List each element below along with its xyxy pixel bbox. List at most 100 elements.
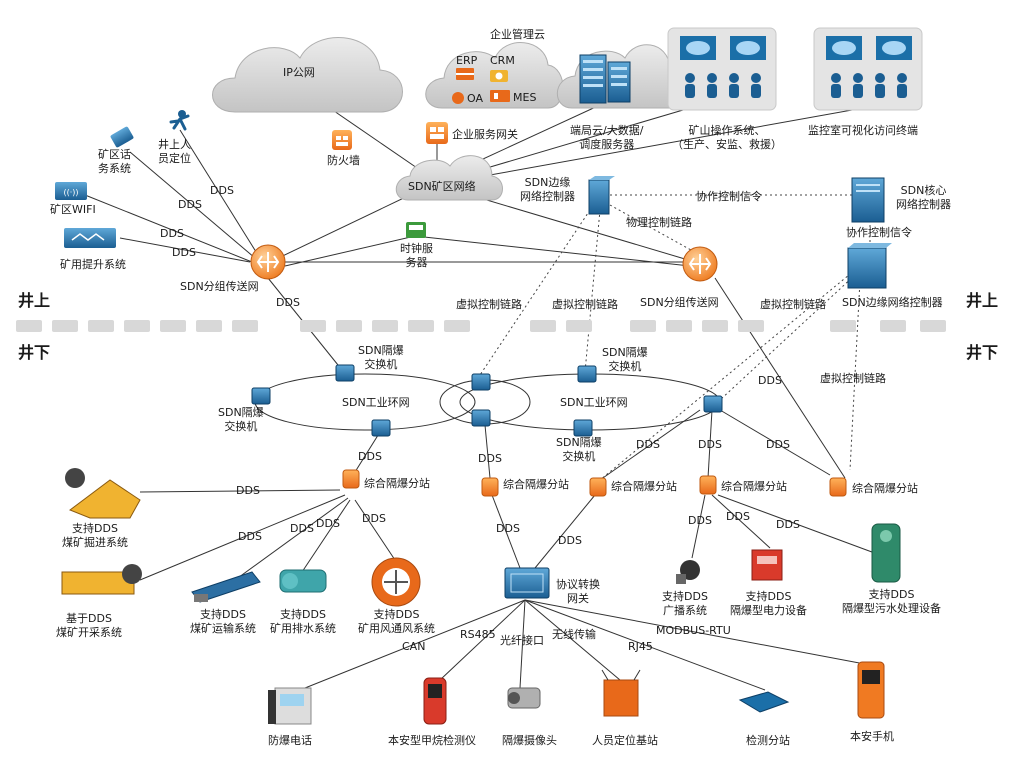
iface-rj45: RJ45	[628, 640, 653, 653]
ventilation-label: 支持DDS 矿用风通风系统	[358, 608, 435, 635]
dds-label: DDS	[276, 296, 300, 309]
personnel-runner-icon	[169, 110, 190, 131]
oa-icon	[452, 92, 464, 104]
methane-detector	[423, 677, 447, 725]
underground-links	[139, 409, 881, 691]
erp-icon	[456, 68, 474, 80]
sdn-core-controller	[851, 177, 885, 223]
firewall-icon	[332, 130, 352, 150]
transport-right-label: SDN分组传送网	[640, 296, 719, 309]
mes-label: MES	[513, 91, 537, 104]
ip-net-label: IP公网	[283, 66, 315, 79]
dds-label: DDS	[362, 512, 386, 525]
roadheader-label: 支持DDS 煤矿掘进系统	[62, 522, 128, 549]
dds-label: DDS	[688, 514, 712, 527]
physical-link-label: 物理控制链路	[626, 216, 692, 229]
terminal-detection: 检测分站	[746, 734, 790, 747]
coop-signal-2-label: 协作控制信令	[846, 226, 912, 239]
dds-label: DDS	[496, 522, 520, 535]
shearer-machine	[61, 564, 142, 595]
dds-label: DDS	[172, 246, 196, 259]
iface-fiber: 光纤接口	[500, 634, 544, 647]
dds-label: DDS	[290, 522, 314, 535]
transport-label: 支持DDS 煤矿运输系统	[190, 608, 256, 635]
monitor-room-panel	[813, 27, 923, 111]
oa-label: OA	[467, 92, 483, 105]
zone-above-right: 井上	[966, 291, 999, 310]
phone-system-label: 矿区话 务系统	[98, 148, 131, 175]
power-device	[751, 549, 783, 581]
dds-label: DDS	[766, 438, 790, 451]
switch-right-label: SDN隔爆 交换机	[602, 346, 648, 373]
virtual-link-3: 虚拟控制链路	[760, 298, 826, 311]
dds-label: DDS	[358, 450, 382, 463]
detection-substation	[738, 691, 790, 713]
dds-label: DDS	[636, 438, 660, 451]
virtual-link-4: 虚拟控制链路	[820, 372, 886, 385]
firewall-label: 防火墙	[327, 154, 360, 167]
ip-cloud	[212, 37, 403, 113]
sewage-pump-device	[871, 523, 901, 583]
edge-ctrl-right-label: SDN边缘网络控制器	[842, 296, 943, 309]
ring-right-label: SDN工业环网	[560, 396, 628, 409]
intrinsically-safe-phone	[857, 661, 885, 719]
personnel-up-label: 井上人 员定位	[158, 138, 191, 165]
broadcast-label: 支持DDS 广播系统	[662, 590, 708, 617]
substation-4-label: 综合隔爆分站	[721, 480, 787, 493]
positioning-base-station	[601, 669, 641, 717]
virtual-link-2: 虚拟控制链路	[552, 298, 618, 311]
roadheader-machine	[65, 468, 141, 519]
substation-3-label: 综合隔爆分站	[611, 480, 677, 493]
explosion-proof-camera	[507, 687, 541, 709]
broadcast-device	[676, 560, 700, 584]
iface-can: CAN	[402, 640, 426, 653]
dds-label: DDS	[236, 484, 260, 497]
terminal-phone: 防爆电话	[268, 734, 312, 747]
conveyor-machine	[191, 571, 261, 603]
iface-rs485: RS485	[460, 628, 496, 641]
zone-above-left: 井上	[18, 291, 51, 310]
substation-2-label: 综合隔爆分站	[503, 478, 569, 491]
switch-left-label: SDN隔爆 交换机	[218, 406, 264, 433]
switch-mid-label: SDN隔爆 交换机	[556, 436, 602, 463]
hoist-icon	[64, 228, 116, 248]
dds-label: DDS	[178, 198, 202, 211]
mes-icon	[490, 90, 510, 102]
substation-1-label: 综合隔爆分站	[364, 477, 430, 490]
control-links	[479, 194, 871, 481]
gateway-label: 企业服务网关	[452, 128, 518, 141]
zone-below-left: 井下	[18, 343, 51, 362]
terminal-methane: 本安型甲烷检测仪	[388, 734, 476, 747]
iface-wireless: 无线传输	[552, 628, 596, 641]
server-rack-icon	[579, 54, 631, 104]
gateway-underground-label: 协议转换 网关	[556, 578, 600, 605]
substations	[342, 469, 847, 497]
dds-label: DDS	[316, 517, 340, 530]
dds-label: DDS	[238, 530, 262, 543]
switch-top-label: SDN隔爆 交换机	[358, 344, 404, 371]
monitor-terminal-label: 监控室可视化访问终端	[808, 124, 918, 137]
zone-below-right: 井下	[966, 343, 999, 362]
terminal-safe-phone: 本安手机	[850, 730, 894, 743]
sdn-edge-controller-top	[588, 176, 615, 215]
dds-label: DDS	[726, 510, 750, 523]
surface-links	[84, 99, 881, 479]
gateway-icon	[426, 122, 448, 144]
ops-console-panel	[667, 27, 777, 111]
wifi-label: 矿区WIFI	[50, 203, 96, 216]
ring-switches	[251, 364, 723, 437]
edge-cloud-label: 端局云/大数据/ 调度服务器	[570, 124, 644, 151]
sewage-label: 支持DDS 隔爆型污水处理设备	[842, 588, 941, 615]
transport-left-label: SDN分组传送网	[180, 280, 259, 293]
pump-machine	[279, 569, 327, 593]
dds-label: DDS	[160, 227, 184, 240]
wifi-icon: ((·))	[55, 182, 87, 200]
dds-label: DDS	[558, 534, 582, 547]
dds-label: DDS	[698, 438, 722, 451]
explosion-proof-phone	[268, 687, 312, 725]
dds-label: DDS	[758, 374, 782, 387]
substation-5-label: 综合隔爆分站	[852, 482, 918, 495]
protocol-gateway-icon	[504, 567, 550, 599]
edge-ctrl-top-label: SDN边缘 网络控制器	[520, 176, 575, 203]
